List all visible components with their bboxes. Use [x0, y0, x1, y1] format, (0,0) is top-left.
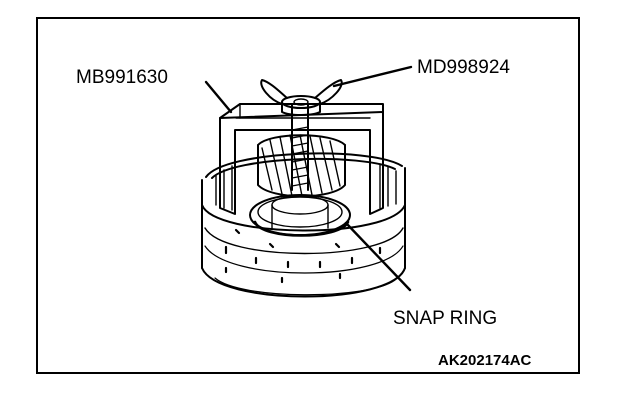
leader-line-tool-left: [204, 80, 233, 114]
leader-line-snap-ring: [344, 221, 412, 292]
leader-line-tool-right: [332, 65, 413, 88]
callout-snap-ring: SNAP RING: [393, 308, 498, 329]
helical-gear: [257, 134, 346, 198]
figure-frame: [36, 17, 580, 374]
clutch-drum: [201, 152, 406, 298]
wing-nut: [260, 79, 343, 116]
leader-lines: [204, 65, 413, 292]
snap-ring: [249, 194, 351, 237]
callout-tool-md998924: MD998924: [417, 57, 510, 78]
figure-id: AK202174AC: [438, 352, 532, 369]
callout-tool-mb991630: MB991630: [76, 67, 168, 88]
threaded-spindle: [291, 103, 309, 191]
